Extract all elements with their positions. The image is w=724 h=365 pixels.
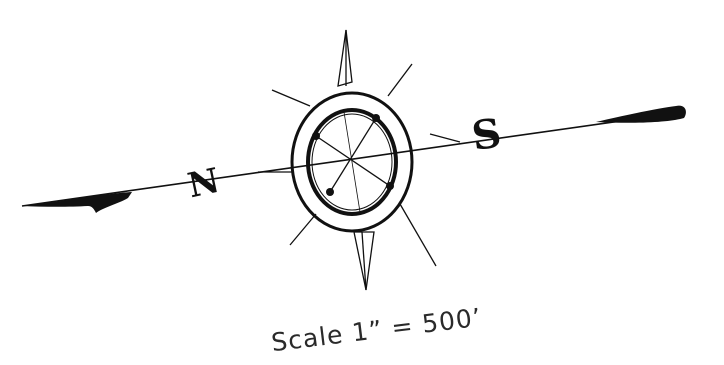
south-letter: S <box>469 109 504 160</box>
south-arrow-head <box>596 106 686 123</box>
pivot-dot-top-right <box>372 114 380 122</box>
scale-label: Scale 1” = 500’ <box>270 303 484 358</box>
compass-rays <box>258 30 460 290</box>
north-letter: N <box>184 161 223 207</box>
north-arrow-tail <box>22 192 132 213</box>
compass-rose-icon <box>292 93 412 231</box>
pivot-dot-top-left <box>312 132 320 140</box>
meridian-needle-icon <box>22 106 686 213</box>
pivot-dot-bottom-right <box>386 182 394 190</box>
pivot-dot-bottom-left <box>326 188 334 196</box>
